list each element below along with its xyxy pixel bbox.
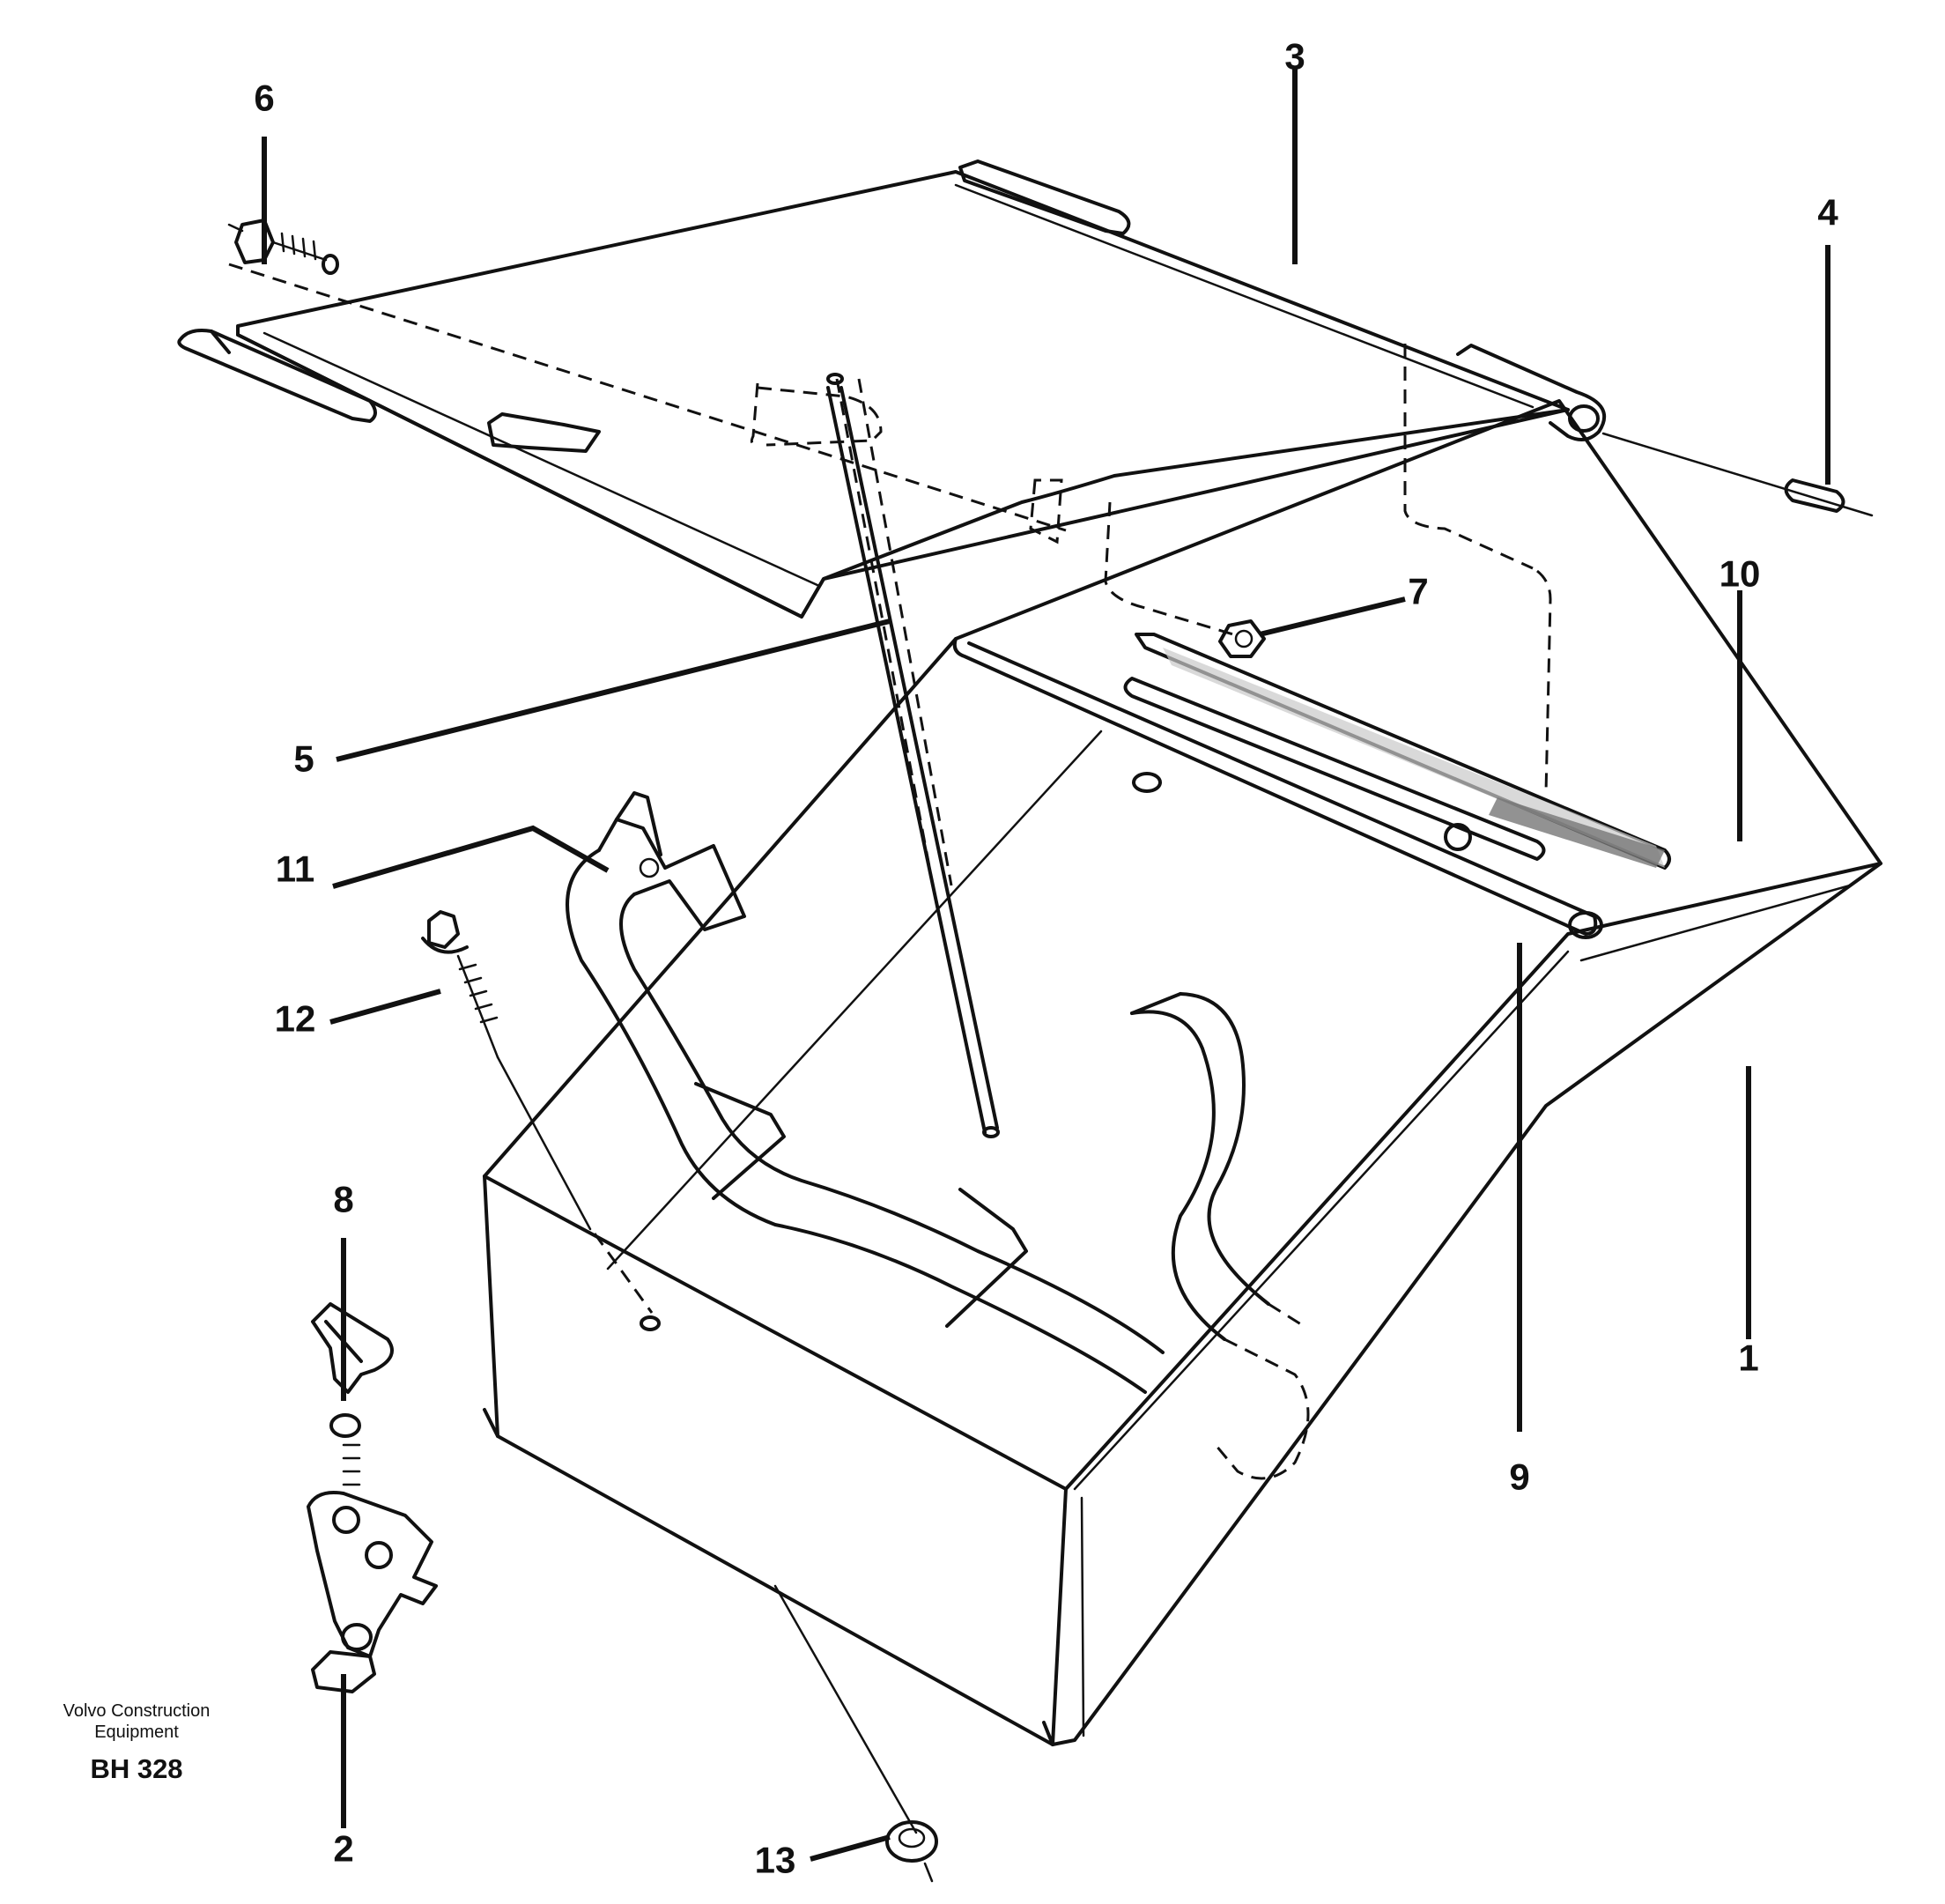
callout-12: 12	[275, 997, 316, 1039]
company-name-line2: Equipment	[94, 1722, 179, 1742]
clamp-11	[597, 791, 746, 931]
lid-part	[177, 159, 1607, 619]
support-rod	[826, 373, 1000, 1138]
leader-lines	[262, 66, 1830, 1862]
callout-2: 2	[333, 1827, 353, 1869]
bolt-6	[227, 219, 339, 275]
hose-right	[1130, 992, 1310, 1480]
callout-11: 11	[276, 848, 314, 889]
callout-9: 9	[1509, 1456, 1529, 1497]
callout-3: 3	[1284, 35, 1305, 77]
clip-8	[311, 1302, 394, 1486]
callout-8: 8	[333, 1178, 353, 1219]
callout-5: 5	[293, 737, 314, 779]
box-body	[483, 399, 1882, 1746]
grommet-13	[773, 1584, 938, 1883]
callout-4: 4	[1817, 191, 1838, 233]
hose-left	[566, 848, 1165, 1394]
callout-7: 7	[1408, 570, 1428, 611]
company-name: Volvo Construction	[63, 1701, 211, 1721]
nut-7	[1218, 619, 1266, 658]
latch-2	[307, 1491, 438, 1693]
company-caption: Volvo Construction Equipment	[35, 1700, 238, 1743]
hidden-lines	[228, 263, 1552, 891]
screw-12	[421, 910, 661, 1331]
filter-part	[1135, 633, 1671, 870]
callout-1: 1	[1738, 1337, 1758, 1378]
callouts: 1 2 3 4 5 6 7 8 9 10 11 12 13	[254, 35, 1838, 1880]
callout-13: 13	[755, 1839, 796, 1880]
callout-10: 10	[1719, 552, 1761, 594]
pin-4	[1601, 432, 1874, 517]
drawing-code: BH 328	[90, 1753, 183, 1784]
callout-6: 6	[254, 77, 274, 118]
